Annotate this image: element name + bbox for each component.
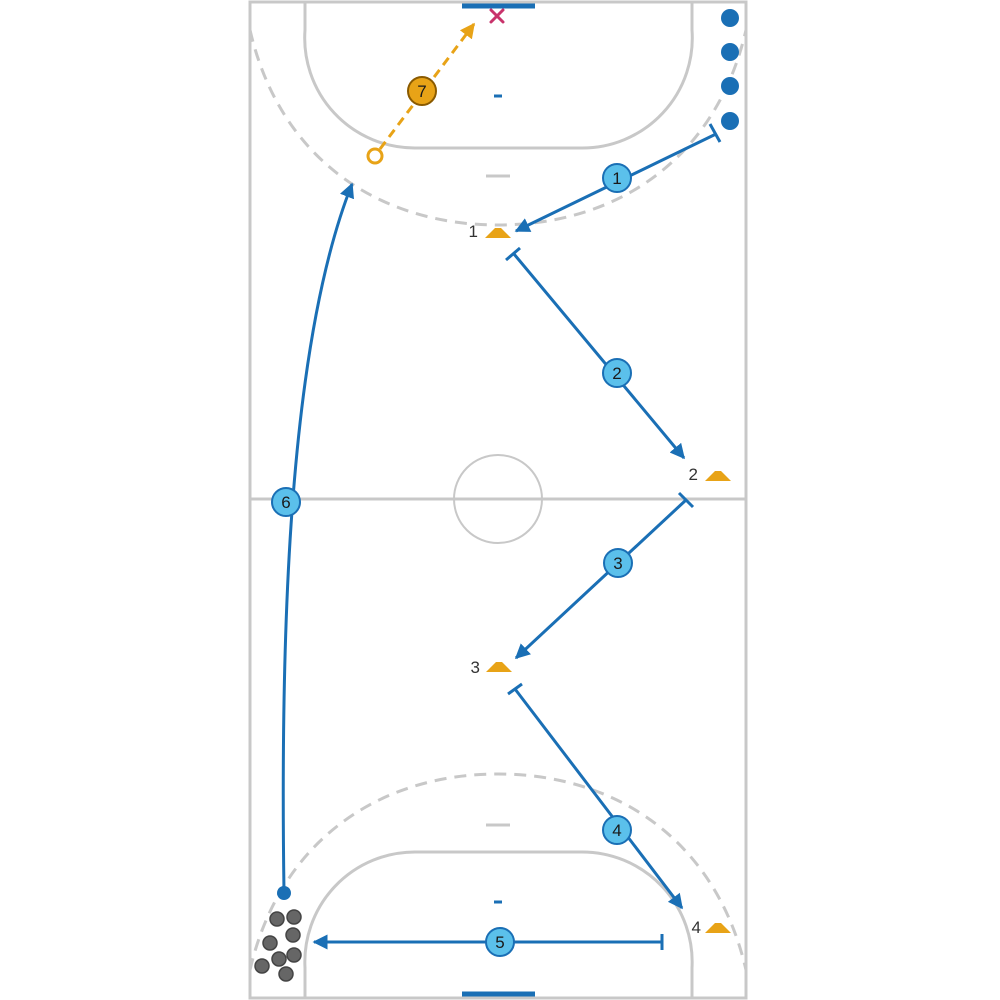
run-path-3 [514,491,695,660]
cone-label: 2 [689,465,698,484]
run-path-4 [507,682,684,910]
cone-label: 3 [471,658,480,677]
cone-icon [485,228,511,238]
step-badge-label: 3 [613,554,622,573]
step-badge-label: 6 [281,493,290,512]
cone-1: 1 [469,222,511,241]
ball-icon [271,951,287,967]
player-icon [277,886,291,900]
step-badge-2: 2 [602,358,632,388]
ball-icon [278,966,294,982]
cone-4: 4 [692,918,731,937]
ball-icon [286,947,302,963]
top-goal-area [303,2,694,150]
cone-3: 3 [471,658,512,677]
cone-icon [705,471,731,481]
run-path-2 [505,246,686,460]
cone-2: 2 [689,465,731,484]
step-badge-label: 1 [612,169,621,188]
bottom-free-throw-line [250,772,746,971]
step-badge-label: 7 [417,82,426,101]
step-badge-1: 1 [602,163,632,193]
player-icon [721,77,739,95]
cone-label: 1 [469,222,478,241]
step-badge-7: 7 [407,76,437,106]
player-icon [721,112,739,130]
ball-icon [254,958,270,974]
ball-icon [285,927,301,943]
player-icon [721,9,739,27]
step-badge-5: 5 [485,927,515,957]
shot-start-icon [366,147,384,165]
ball-icon [262,935,278,951]
step-badge-label: 5 [495,933,504,952]
bottom-goal-area [303,850,694,998]
step-badge-3: 3 [603,548,633,578]
ball-icon [269,911,285,927]
cone-label: 4 [692,918,701,937]
cone-icon [705,923,731,933]
step-badge-label: 2 [612,364,621,383]
ball-icon [286,909,302,925]
target-x-icon [489,8,505,24]
top-free-throw-line [250,29,746,227]
player-icon [721,43,739,61]
step-badge-label: 4 [612,821,621,840]
step-badge-4: 4 [602,815,632,845]
center-circle [453,454,543,544]
step-badge-6: 6 [271,487,301,517]
ball-pile [254,909,302,982]
cone-icon [486,662,512,672]
